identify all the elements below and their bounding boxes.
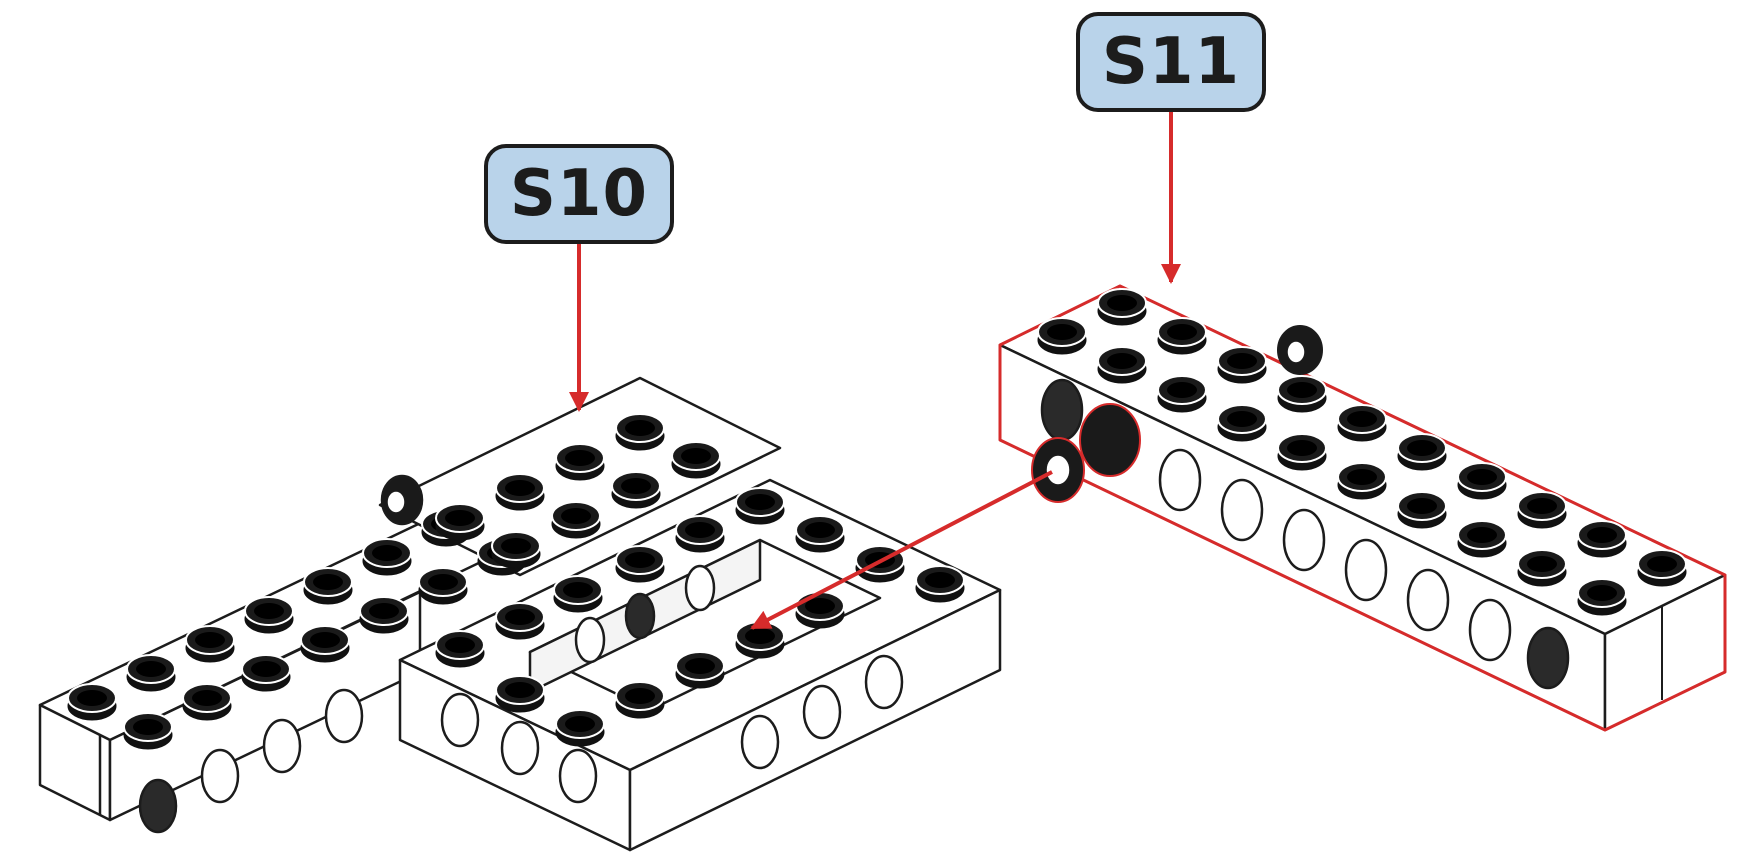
stud xyxy=(495,602,545,640)
stud xyxy=(1157,317,1207,355)
stud xyxy=(615,413,665,451)
stud xyxy=(185,625,235,663)
stud xyxy=(1037,317,1087,355)
inner-hole xyxy=(684,564,716,612)
stud xyxy=(495,675,545,713)
stud xyxy=(1217,404,1267,442)
stud xyxy=(1337,404,1387,442)
pin-insertion-arrow xyxy=(750,470,1053,630)
frame-hole xyxy=(802,684,842,740)
stud xyxy=(1517,549,1567,587)
beam-hole xyxy=(1344,538,1388,602)
right-technic-beam xyxy=(998,284,1727,732)
frame-hole xyxy=(558,748,598,804)
stud xyxy=(1577,520,1627,558)
stud xyxy=(553,575,603,613)
stud xyxy=(795,515,845,553)
back-pin xyxy=(380,474,424,526)
stud xyxy=(126,654,176,692)
step-label-s11: S11 xyxy=(1076,12,1266,112)
stud xyxy=(1517,491,1567,529)
stud xyxy=(418,567,468,605)
frame-hole xyxy=(864,654,904,710)
stud xyxy=(611,471,661,509)
stud xyxy=(555,443,605,481)
beam-hole xyxy=(1282,508,1326,572)
stud xyxy=(1097,346,1147,384)
stud xyxy=(735,621,785,659)
right-beam-highlight xyxy=(998,284,1727,732)
beam-hole xyxy=(1158,448,1202,512)
stud xyxy=(1457,462,1507,500)
beam-hole xyxy=(324,688,364,744)
stud xyxy=(1397,433,1447,471)
stud xyxy=(1217,346,1267,384)
stud xyxy=(241,654,291,692)
inner-hole xyxy=(574,616,606,664)
stud xyxy=(1277,375,1327,413)
stud xyxy=(675,515,725,553)
stud xyxy=(551,501,601,539)
back-pin xyxy=(1277,325,1323,375)
stud xyxy=(300,625,350,663)
stud xyxy=(123,712,173,750)
right-studs xyxy=(1037,288,1687,616)
frame-hole xyxy=(740,714,780,770)
stud xyxy=(555,709,605,747)
stud xyxy=(495,473,545,511)
stud xyxy=(303,567,353,605)
stud xyxy=(1457,520,1507,558)
stud xyxy=(1577,578,1627,616)
stud xyxy=(1397,491,1447,529)
stud xyxy=(67,683,117,721)
stud xyxy=(1157,375,1207,413)
frame-hole xyxy=(440,692,480,748)
pin-in-hole xyxy=(1526,626,1570,690)
stud xyxy=(615,681,665,719)
stud xyxy=(435,630,485,668)
frame-hole xyxy=(500,720,540,776)
stud xyxy=(359,596,409,634)
assembly-arrows xyxy=(569,112,1181,630)
stud xyxy=(1277,433,1327,471)
beam-hole xyxy=(1468,598,1512,662)
stud xyxy=(362,538,412,576)
stud xyxy=(1337,462,1387,500)
stud xyxy=(615,545,665,583)
stud xyxy=(671,441,721,479)
stud xyxy=(435,503,485,541)
beam-hole xyxy=(1220,478,1264,542)
technic-pin xyxy=(1031,403,1141,503)
stud xyxy=(675,651,725,689)
stud xyxy=(735,487,785,525)
pin-in-hole xyxy=(1040,378,1084,442)
stud xyxy=(491,531,541,569)
pin-in-hole xyxy=(138,778,178,834)
stud xyxy=(182,683,232,721)
stud xyxy=(1637,549,1687,587)
stud xyxy=(1097,288,1147,326)
left-studs xyxy=(67,413,965,750)
stud xyxy=(244,596,294,634)
beam-hole xyxy=(1406,568,1450,632)
stud xyxy=(915,565,965,603)
pin-in-hole xyxy=(624,592,656,640)
beam-hole xyxy=(262,718,302,774)
step-label-s10: S10 xyxy=(484,144,674,244)
beam-hole xyxy=(200,748,240,804)
stud xyxy=(795,591,845,629)
